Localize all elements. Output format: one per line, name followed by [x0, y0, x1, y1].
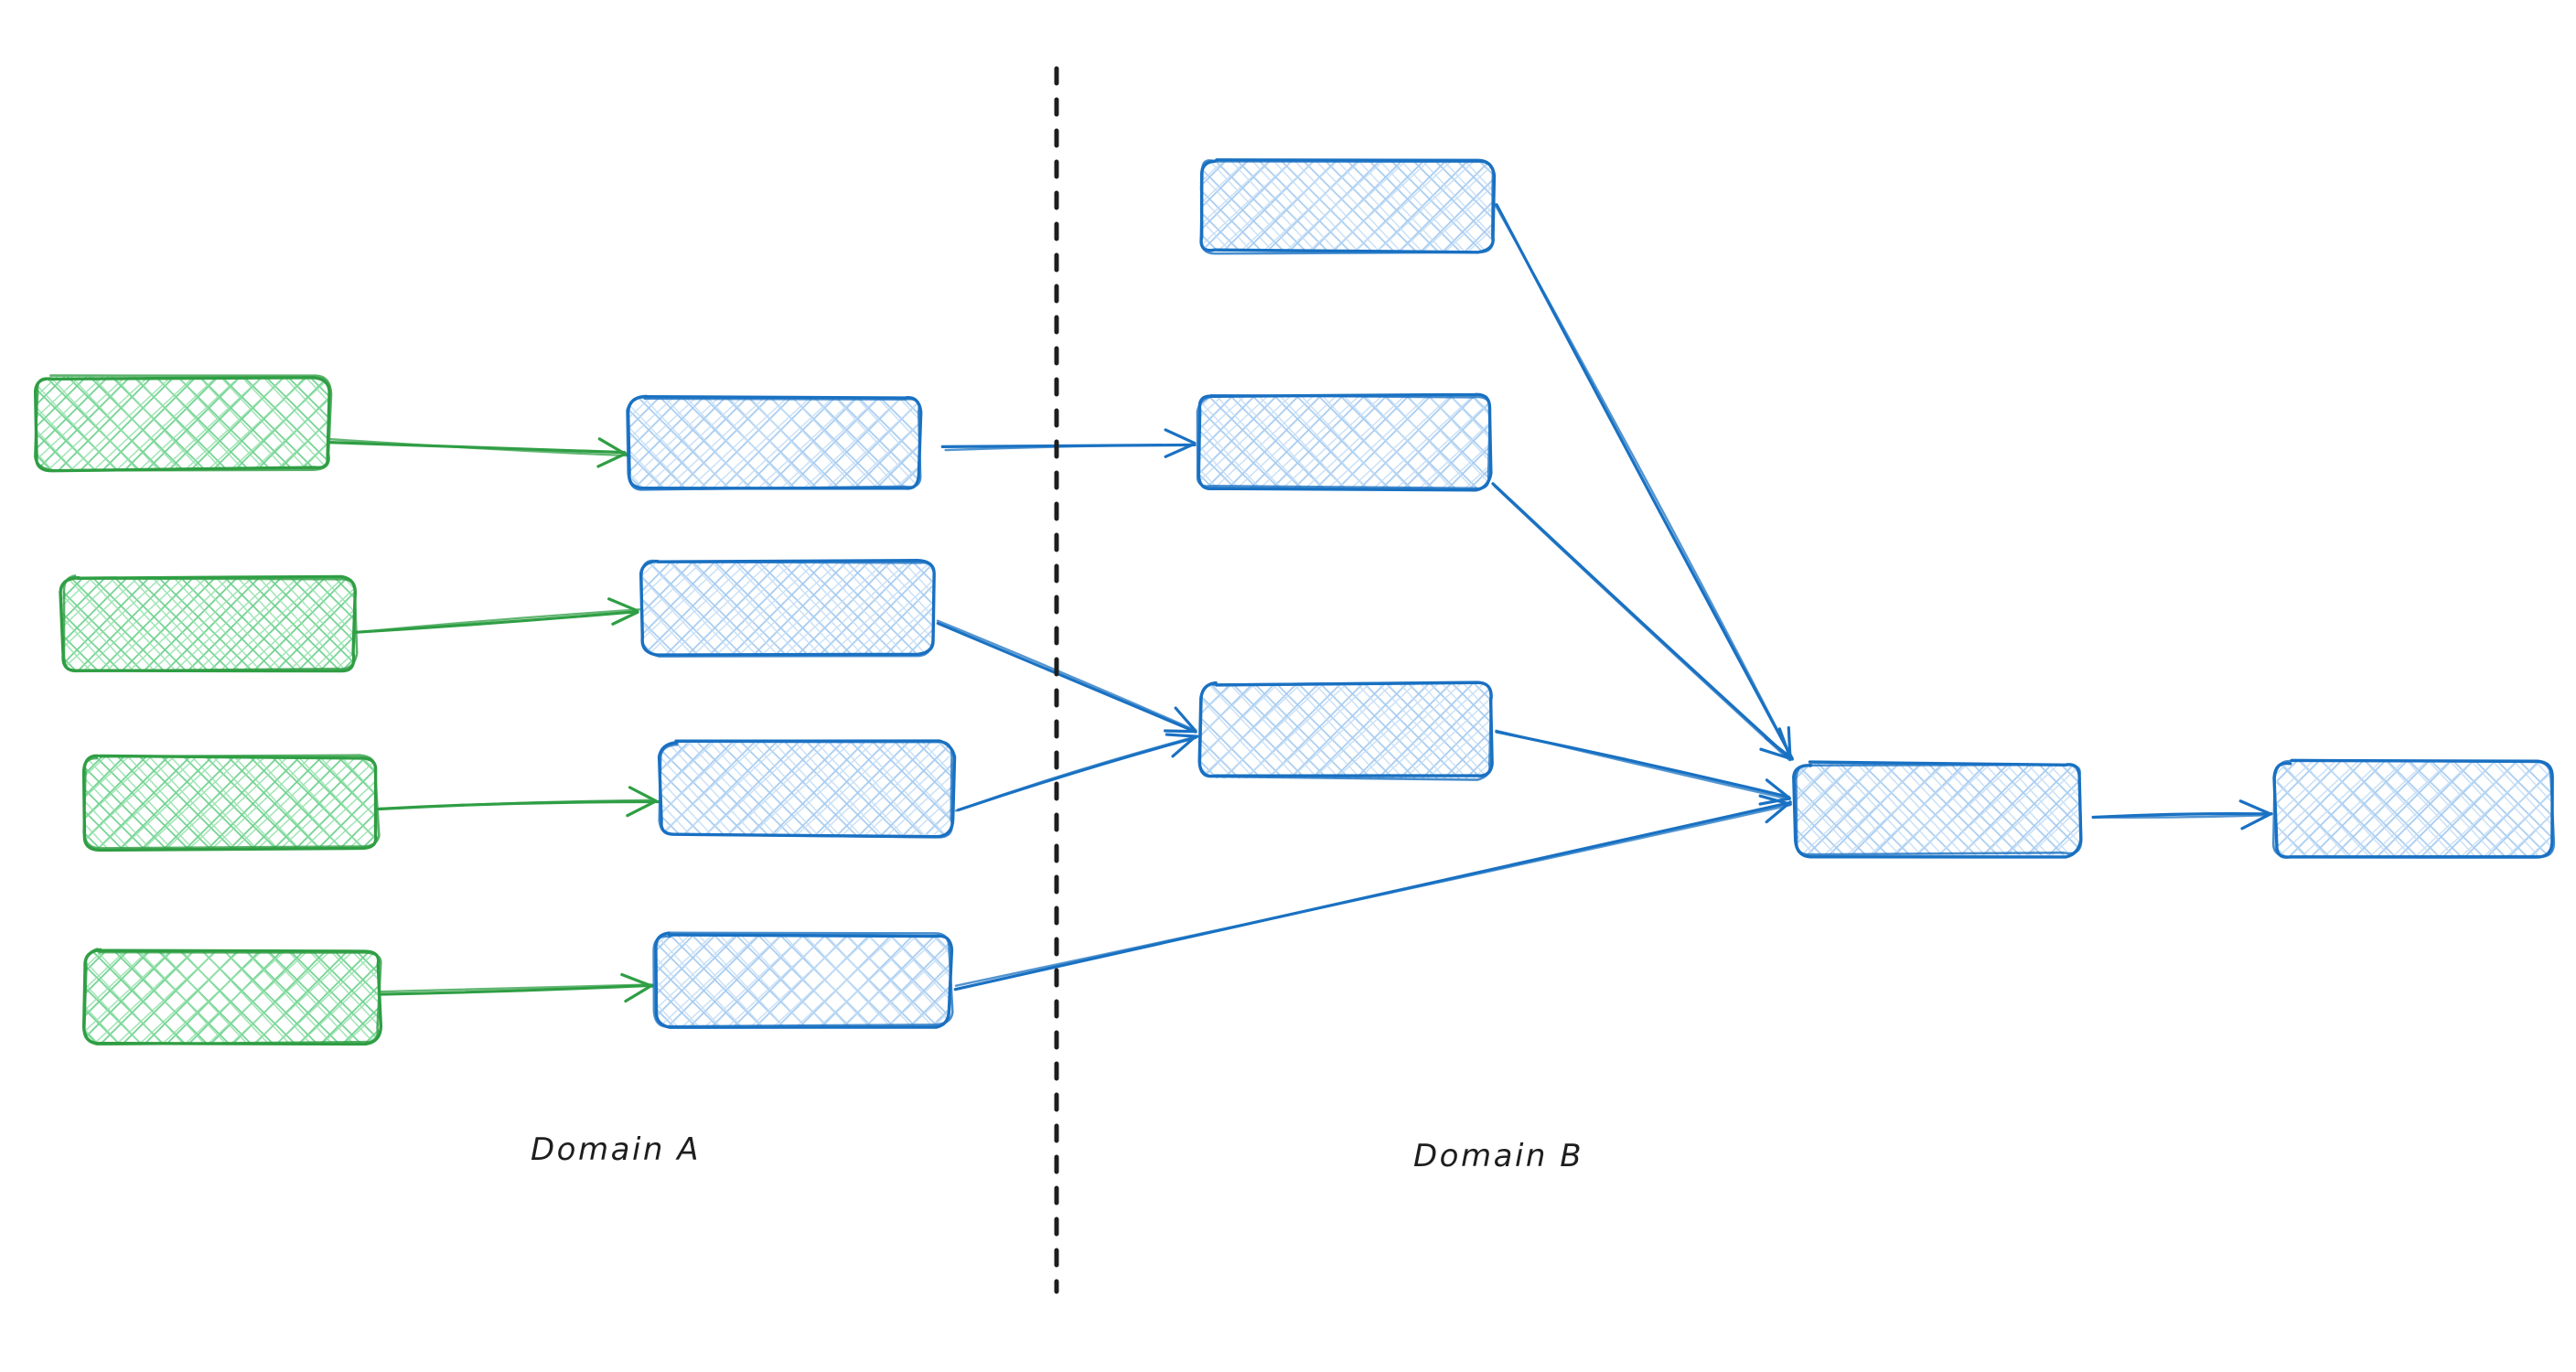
edge-e-mid2-blow[interactable] — [936, 619, 1197, 734]
node-a-src-3[interactable] — [81, 754, 381, 852]
node-a-src-2[interactable] — [59, 574, 359, 673]
node-a-src-4[interactable] — [81, 948, 383, 1046]
node-a-mid-2[interactable] — [639, 559, 936, 658]
node-a-mid-1[interactable] — [626, 394, 923, 491]
edge-e-src4-mid4[interactable] — [379, 972, 654, 1003]
edge-e-blow-merge[interactable] — [1495, 729, 1791, 806]
edge-e-mid4-merge[interactable] — [953, 794, 1792, 991]
edge-e-src1-mid1[interactable] — [327, 437, 628, 468]
node-b-merge[interactable] — [1792, 760, 2083, 859]
edge-e-mid3-blow[interactable] — [954, 733, 1199, 812]
edge-e-mid1-btop[interactable] — [940, 428, 1197, 458]
node-b-low[interactable] — [1197, 681, 1494, 781]
edge-e-src3-mid3[interactable] — [377, 786, 660, 818]
domain-a-label: Domain A — [531, 1131, 701, 1168]
node-b-top[interactable] — [1199, 158, 1497, 255]
edges-layer — [327, 203, 2273, 1003]
node-a-mid-3[interactable] — [657, 739, 957, 839]
node-a-src-1[interactable] — [33, 374, 333, 473]
node-a-mid-4[interactable] — [652, 931, 954, 1029]
edge-e-merge-out[interactable] — [2091, 799, 2273, 831]
edge-e-bmid-merge[interactable] — [1491, 482, 1794, 762]
edge-e-src2-mid2[interactable] — [354, 597, 641, 634]
node-b-mid[interactable] — [1196, 392, 1493, 492]
domain-b-label: Domain B — [1413, 1138, 1583, 1174]
node-b-out[interactable] — [2271, 758, 2556, 859]
edge-e-btop-merge[interactable] — [1493, 203, 1794, 760]
nodes-layer — [33, 158, 2556, 1046]
